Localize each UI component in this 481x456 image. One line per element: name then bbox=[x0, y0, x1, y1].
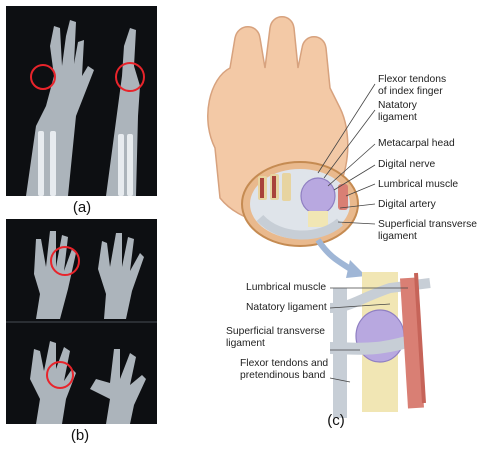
metacarpal-head-top bbox=[300, 177, 336, 215]
xray-b-image bbox=[6, 219, 157, 424]
zoom-arrow bbox=[315, 238, 354, 273]
xray-panel-b bbox=[6, 219, 157, 424]
xray-a-image bbox=[6, 6, 157, 196]
xray-panel-a bbox=[6, 6, 157, 196]
xray-b-upper-marker bbox=[50, 246, 80, 276]
xray-a-right-marker bbox=[115, 62, 145, 92]
anatomy-illustration bbox=[207, 16, 431, 418]
caption-b: (b) bbox=[70, 427, 90, 444]
detail-illustration bbox=[329, 272, 431, 418]
label-lumbrical-muscle-bottom: Lumbrical muscle bbox=[246, 282, 327, 293]
label-digital-nerve: Digital nerve bbox=[378, 159, 436, 170]
label-metacarpal-head: Metacarpal head bbox=[378, 138, 455, 149]
label-lumbrical-muscle: Lumbrical muscle bbox=[378, 179, 459, 190]
label-digital-artery: Digital artery bbox=[378, 199, 436, 210]
metacarpal-shaft-top bbox=[308, 211, 328, 227]
superficial-ligament-top bbox=[256, 214, 344, 240]
xray-a-left-marker bbox=[30, 64, 56, 90]
caption-a: (a) bbox=[72, 199, 92, 216]
zoom-arrow-head bbox=[346, 260, 366, 278]
xray-b-lower-marker bbox=[46, 361, 74, 389]
caption-c: (c) bbox=[327, 412, 345, 429]
label-natatory-ligament-bottom: Natatory ligament bbox=[246, 302, 327, 313]
lumbrical-top bbox=[338, 184, 348, 210]
